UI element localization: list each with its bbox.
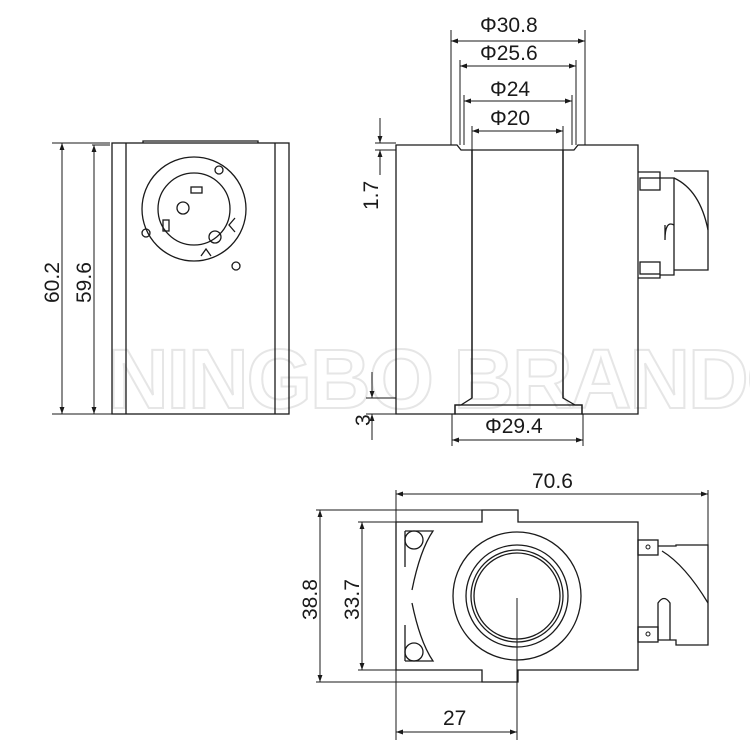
dim-top-recess-dia: Φ25.6 xyxy=(480,42,538,65)
dim-overall-height: 60.2 xyxy=(41,262,64,303)
dim-bottom-recess-dia: Φ29.4 xyxy=(485,415,543,438)
dim-center-offset: 27 xyxy=(443,707,466,730)
dim-tube-outer-dia: Φ24 xyxy=(490,78,530,101)
top-connector-icon xyxy=(637,539,709,646)
section-view: Φ30.8 Φ25.6 Φ24 Φ20 1.7 3 Φ29.4 xyxy=(352,14,709,446)
dim-overall-width: 38.8 xyxy=(299,579,322,620)
socket-icon xyxy=(141,156,247,271)
watermark: NINGBO BRANDO xyxy=(108,332,750,426)
dim-body-height: 59.6 xyxy=(73,262,96,303)
dim-body-width: 33.7 xyxy=(341,579,364,620)
dim-overall-length: 70.6 xyxy=(532,470,573,493)
side-view: 60.2 59.6 xyxy=(41,140,290,415)
dim-bottom-recess-depth: 3 xyxy=(352,414,375,426)
dim-bore-dia: Φ20 xyxy=(490,107,530,130)
dim-top-outer-dia: Φ30.8 xyxy=(480,14,538,37)
connector-icon xyxy=(638,170,709,279)
dim-top-recess-depth: 1.7 xyxy=(360,181,383,210)
top-view: 70.6 38.8 33.7 27 xyxy=(299,470,709,740)
